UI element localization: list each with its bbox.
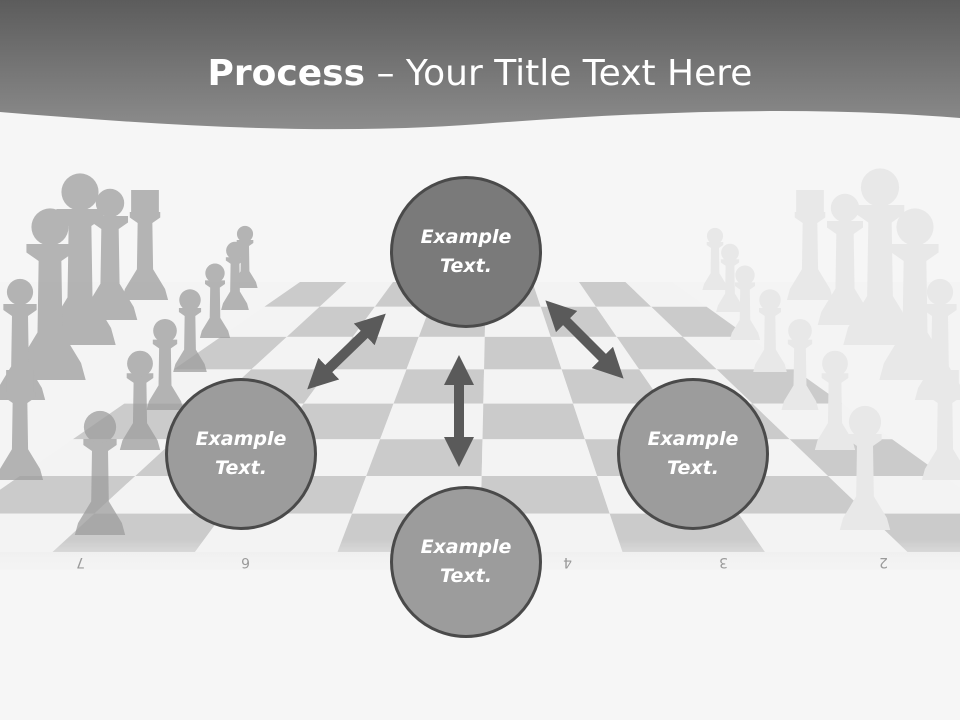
pawn-piece	[119, 350, 161, 450]
pawn-piece	[729, 265, 761, 340]
board-square	[319, 282, 393, 307]
arrow-top-left	[307, 313, 386, 390]
pawn-piece	[716, 243, 744, 312]
board-square	[481, 439, 598, 476]
rook-piece	[121, 190, 169, 300]
queen-piece	[14, 208, 86, 380]
file-label: 4	[563, 554, 572, 570]
pawn-piece	[146, 318, 184, 410]
pawn-piece	[781, 318, 819, 410]
board-square	[625, 282, 707, 307]
node-text: Example Text.	[195, 428, 287, 479]
pawn-piece	[173, 289, 207, 372]
title-bold: Process	[207, 53, 366, 94]
process-node-top: Example Text.	[390, 176, 542, 328]
pawn-piece	[74, 410, 126, 535]
arrow-top-right	[545, 300, 624, 379]
connector-arrows	[307, 300, 624, 467]
file-label: 6	[241, 554, 250, 570]
rook-piece	[0, 370, 44, 480]
pawn-piece	[814, 350, 856, 450]
process-node-right: Example Text.	[617, 378, 769, 530]
pawn-piece	[221, 241, 249, 310]
board-square	[484, 336, 562, 370]
pawn-piece	[199, 263, 231, 338]
board-square	[616, 336, 717, 370]
title-rest: – Your Title Text Here	[365, 53, 753, 94]
file-label: 3	[719, 554, 728, 570]
black-chess-pieces	[0, 173, 258, 535]
king-piece	[843, 168, 917, 345]
node-text: Example Text.	[420, 226, 512, 277]
board-square	[651, 306, 749, 337]
board-square	[482, 403, 585, 440]
node-text: Example Text.	[647, 428, 739, 479]
file-label: 7	[76, 554, 85, 570]
white-chess-pieces	[702, 168, 960, 530]
pawn-piece	[839, 405, 891, 530]
process-node-bottom: Example Text.	[390, 486, 542, 638]
pawn-piece	[753, 289, 787, 372]
board-square	[220, 306, 320, 337]
rook-piece	[921, 370, 960, 480]
page-title: Process – Your Title Text Here	[0, 52, 960, 96]
pawn-piece	[702, 227, 728, 290]
rook-piece	[786, 190, 834, 300]
process-node-left: Example Text.	[165, 378, 317, 530]
bishop-piece	[817, 193, 873, 325]
file-label: 2	[879, 554, 888, 570]
board-square	[264, 282, 347, 307]
node-text: Example Text.	[420, 536, 512, 587]
header-band	[0, 0, 960, 130]
